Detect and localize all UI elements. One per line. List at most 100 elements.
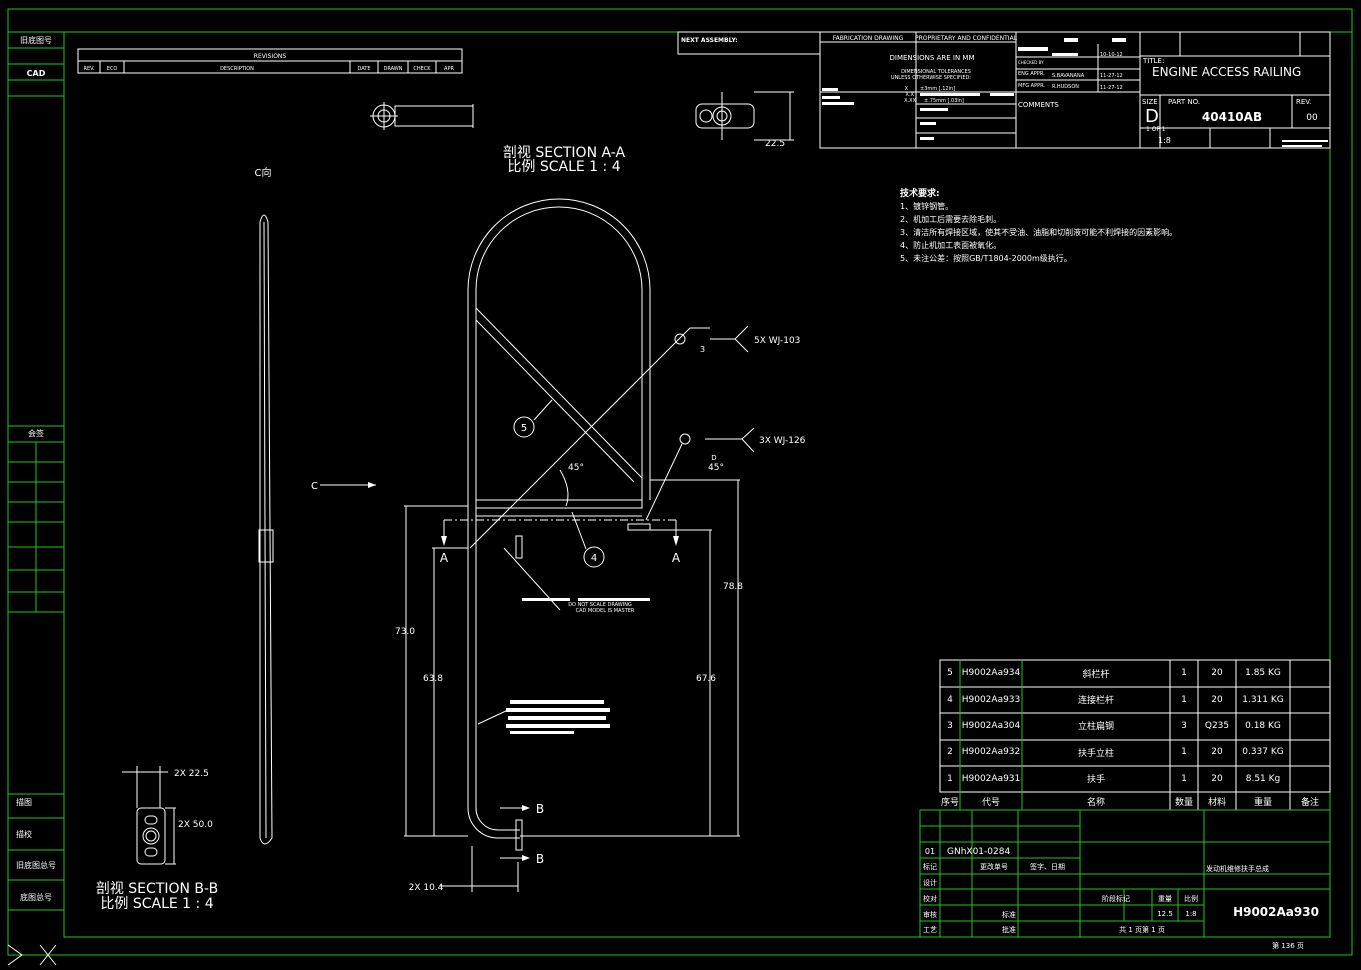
bom-header-cell: 备注: [1300, 797, 1319, 808]
bom-cell-name: 扶手: [1086, 775, 1105, 786]
bom-cell-code: H9002Aa933: [961, 694, 1021, 705]
bom-cell-no: 4: [947, 694, 953, 705]
side-label-cad: CAD: [27, 69, 46, 78]
bom-table: [939, 659, 1331, 810]
weld-callout-wj126: 3X WJ-126: [759, 436, 806, 446]
eng-appr-label: ENG APPR.: [1018, 71, 1045, 77]
tech-req-item-4: 4、防止机加工表面被氧化。: [900, 240, 1001, 250]
cn-label-standard: 标准: [1002, 910, 1016, 919]
bom-cell-qty: 1: [1181, 694, 1187, 705]
tol-xxx: X.XX: [904, 98, 916, 104]
part-number: 40410AB: [1202, 110, 1262, 124]
bom-cell-no: 1: [947, 773, 953, 784]
bom-cell-mat: 20: [1211, 773, 1223, 784]
bom-cell-qty: 1: [1181, 773, 1187, 784]
bom-cell-no: 2: [947, 747, 953, 758]
cn-change-number: GNhX01-0284: [947, 847, 1010, 857]
bom-cell-qty: 1: [1181, 747, 1187, 758]
side-label-countersign: 会签: [28, 428, 44, 438]
bom-cell-note: [1290, 739, 1330, 765]
view-c: C向 C: [255, 166, 376, 845]
proprietary-label: PROPRIETARY AND CONFIDENTIAL: [915, 35, 1018, 42]
size-label: SIZE: [1142, 98, 1158, 106]
bom-header-cell: 材料: [1207, 797, 1226, 808]
dim-2x50: 2X 50.0: [178, 820, 213, 830]
bom-cell-weight: 1.311 KG: [1242, 694, 1284, 705]
fabrication-drawing-label: FABRICATION DRAWING: [833, 35, 904, 42]
side-label-trace-check: 描校: [16, 829, 32, 839]
side-label-trace: 描图: [16, 797, 32, 807]
cn-label-stage: 阶段标记: [1102, 894, 1130, 903]
comments-label: COMMENTS: [1018, 101, 1059, 109]
section-bb-title: 剖视 SECTION B-B: [96, 881, 218, 897]
section-bb-view: 2X 22.5 2X 50.0 剖视 SECTION B-B 比例 SCALE …: [96, 766, 218, 912]
date-1: 10-10-12: [1100, 52, 1123, 58]
date-2: 11-27-12: [1100, 73, 1123, 79]
bom-cell-no: 5: [947, 668, 953, 679]
rev-label: REV.: [1296, 98, 1311, 106]
cn-scale-value: 1:8: [1185, 910, 1196, 918]
outer-border: [7, 8, 1353, 956]
title-label: TITLE:: [1142, 57, 1164, 65]
cn-label-mark: 标记: [923, 862, 937, 871]
tolerance-label-2: UNLESS OTHERWISE SPECIFIED:: [891, 75, 971, 81]
tech-req-item-1: 1、镀锌钢管。: [900, 201, 953, 211]
dim-78-8: 78.8: [723, 582, 743, 592]
rev-header-rev: REV.: [84, 66, 95, 72]
bom-cell-mat: 20: [1211, 668, 1223, 679]
cn-page-number: 第 136 页: [1272, 941, 1304, 950]
bom-cell-note: [1290, 660, 1330, 686]
angle-45-b: 45°: [708, 463, 724, 473]
bom-cell-weight: 0.18 KG: [1245, 720, 1281, 731]
left-side-strip: 旧底图号 CAD 会签 描图 描校 旧底图总号 底图总号: [7, 31, 64, 966]
view-c-label: C向: [255, 166, 272, 179]
cn-label-approve: 批准: [1002, 925, 1016, 934]
section-a-left: A: [440, 551, 449, 565]
dim-2x22-5: 2X 22.5: [174, 769, 209, 779]
section-a-right: A: [672, 551, 681, 565]
bom-cell-weight: 0.337 KG: [1242, 747, 1284, 758]
section-bb-scale: 比例 SCALE 1 : 4: [100, 896, 213, 912]
balloon-4: 4: [591, 553, 597, 564]
cn-label-sign-date: 签字、日期: [1030, 862, 1065, 871]
size-value: D: [1145, 106, 1159, 127]
dim-73: 73.0: [395, 627, 415, 637]
cn-label-change-no: 更改单号: [980, 862, 1008, 871]
rev-header-date: DATE: [357, 66, 370, 72]
side-label-old-drawing: 旧底图号: [20, 35, 52, 45]
section-b-top: B: [536, 802, 544, 816]
cn-rev-code: 01: [925, 847, 935, 856]
cn-row-process: 工艺: [923, 926, 937, 934]
note-do-not-scale: DO NOT SCALE DRAWING: [568, 602, 632, 608]
bom-header-cell: 序号: [940, 797, 959, 808]
date-3: 11-27-12: [1100, 85, 1123, 91]
eng-approver-name: S.BAVANANA: [1052, 73, 1085, 79]
mfg-approver-name: R.HUDSON: [1052, 84, 1079, 90]
part-no-label: PART NO.: [1168, 98, 1200, 106]
tol-xx: X.X: [906, 92, 915, 98]
rev-value: 00: [1306, 113, 1318, 123]
weld-num: 3: [700, 345, 705, 354]
tech-req-item-3: 3、清洁所有焊接区域，使其不受油、油脂和切削液可能不利焊接的因素影响。: [900, 227, 1177, 237]
dim-2x10-4: 2X 10.4: [409, 883, 444, 893]
bom-cell-mat: 20: [1211, 747, 1223, 758]
tol-x: X: [905, 86, 909, 92]
cn-weight-value: 12.5: [1157, 910, 1173, 918]
weld-d: D: [711, 454, 716, 462]
section-aa-title: 剖视 SECTION A-A: [503, 145, 626, 161]
bom-cell-code: H9002Aa931: [961, 773, 1021, 784]
bom-cell-name: 立柱扁钢: [1077, 722, 1114, 733]
rev-header-eco: ECO: [107, 66, 118, 72]
side-label-base-no: 底图总号: [20, 892, 52, 902]
drawing-title: ENGINE ACCESS RAILING: [1152, 65, 1301, 79]
tech-req-heading: 技术要求:: [900, 187, 940, 199]
bom-cell-name: 扶手立柱: [1077, 748, 1114, 759]
next-assembly-label: NEXT ASSEMBLY:: [681, 37, 738, 44]
rev-header-apr: APR: [444, 66, 454, 72]
angle-45-a: 45°: [568, 463, 584, 473]
bom-header-cell: 名称: [1086, 797, 1105, 808]
technical-requirements: 技术要求: 1、镀锌钢管。 2、机加工后需要去除毛刺。 3、清洁所有焊接区域，使…: [900, 187, 1177, 263]
cn-label-scale: 比例: [1184, 894, 1198, 903]
